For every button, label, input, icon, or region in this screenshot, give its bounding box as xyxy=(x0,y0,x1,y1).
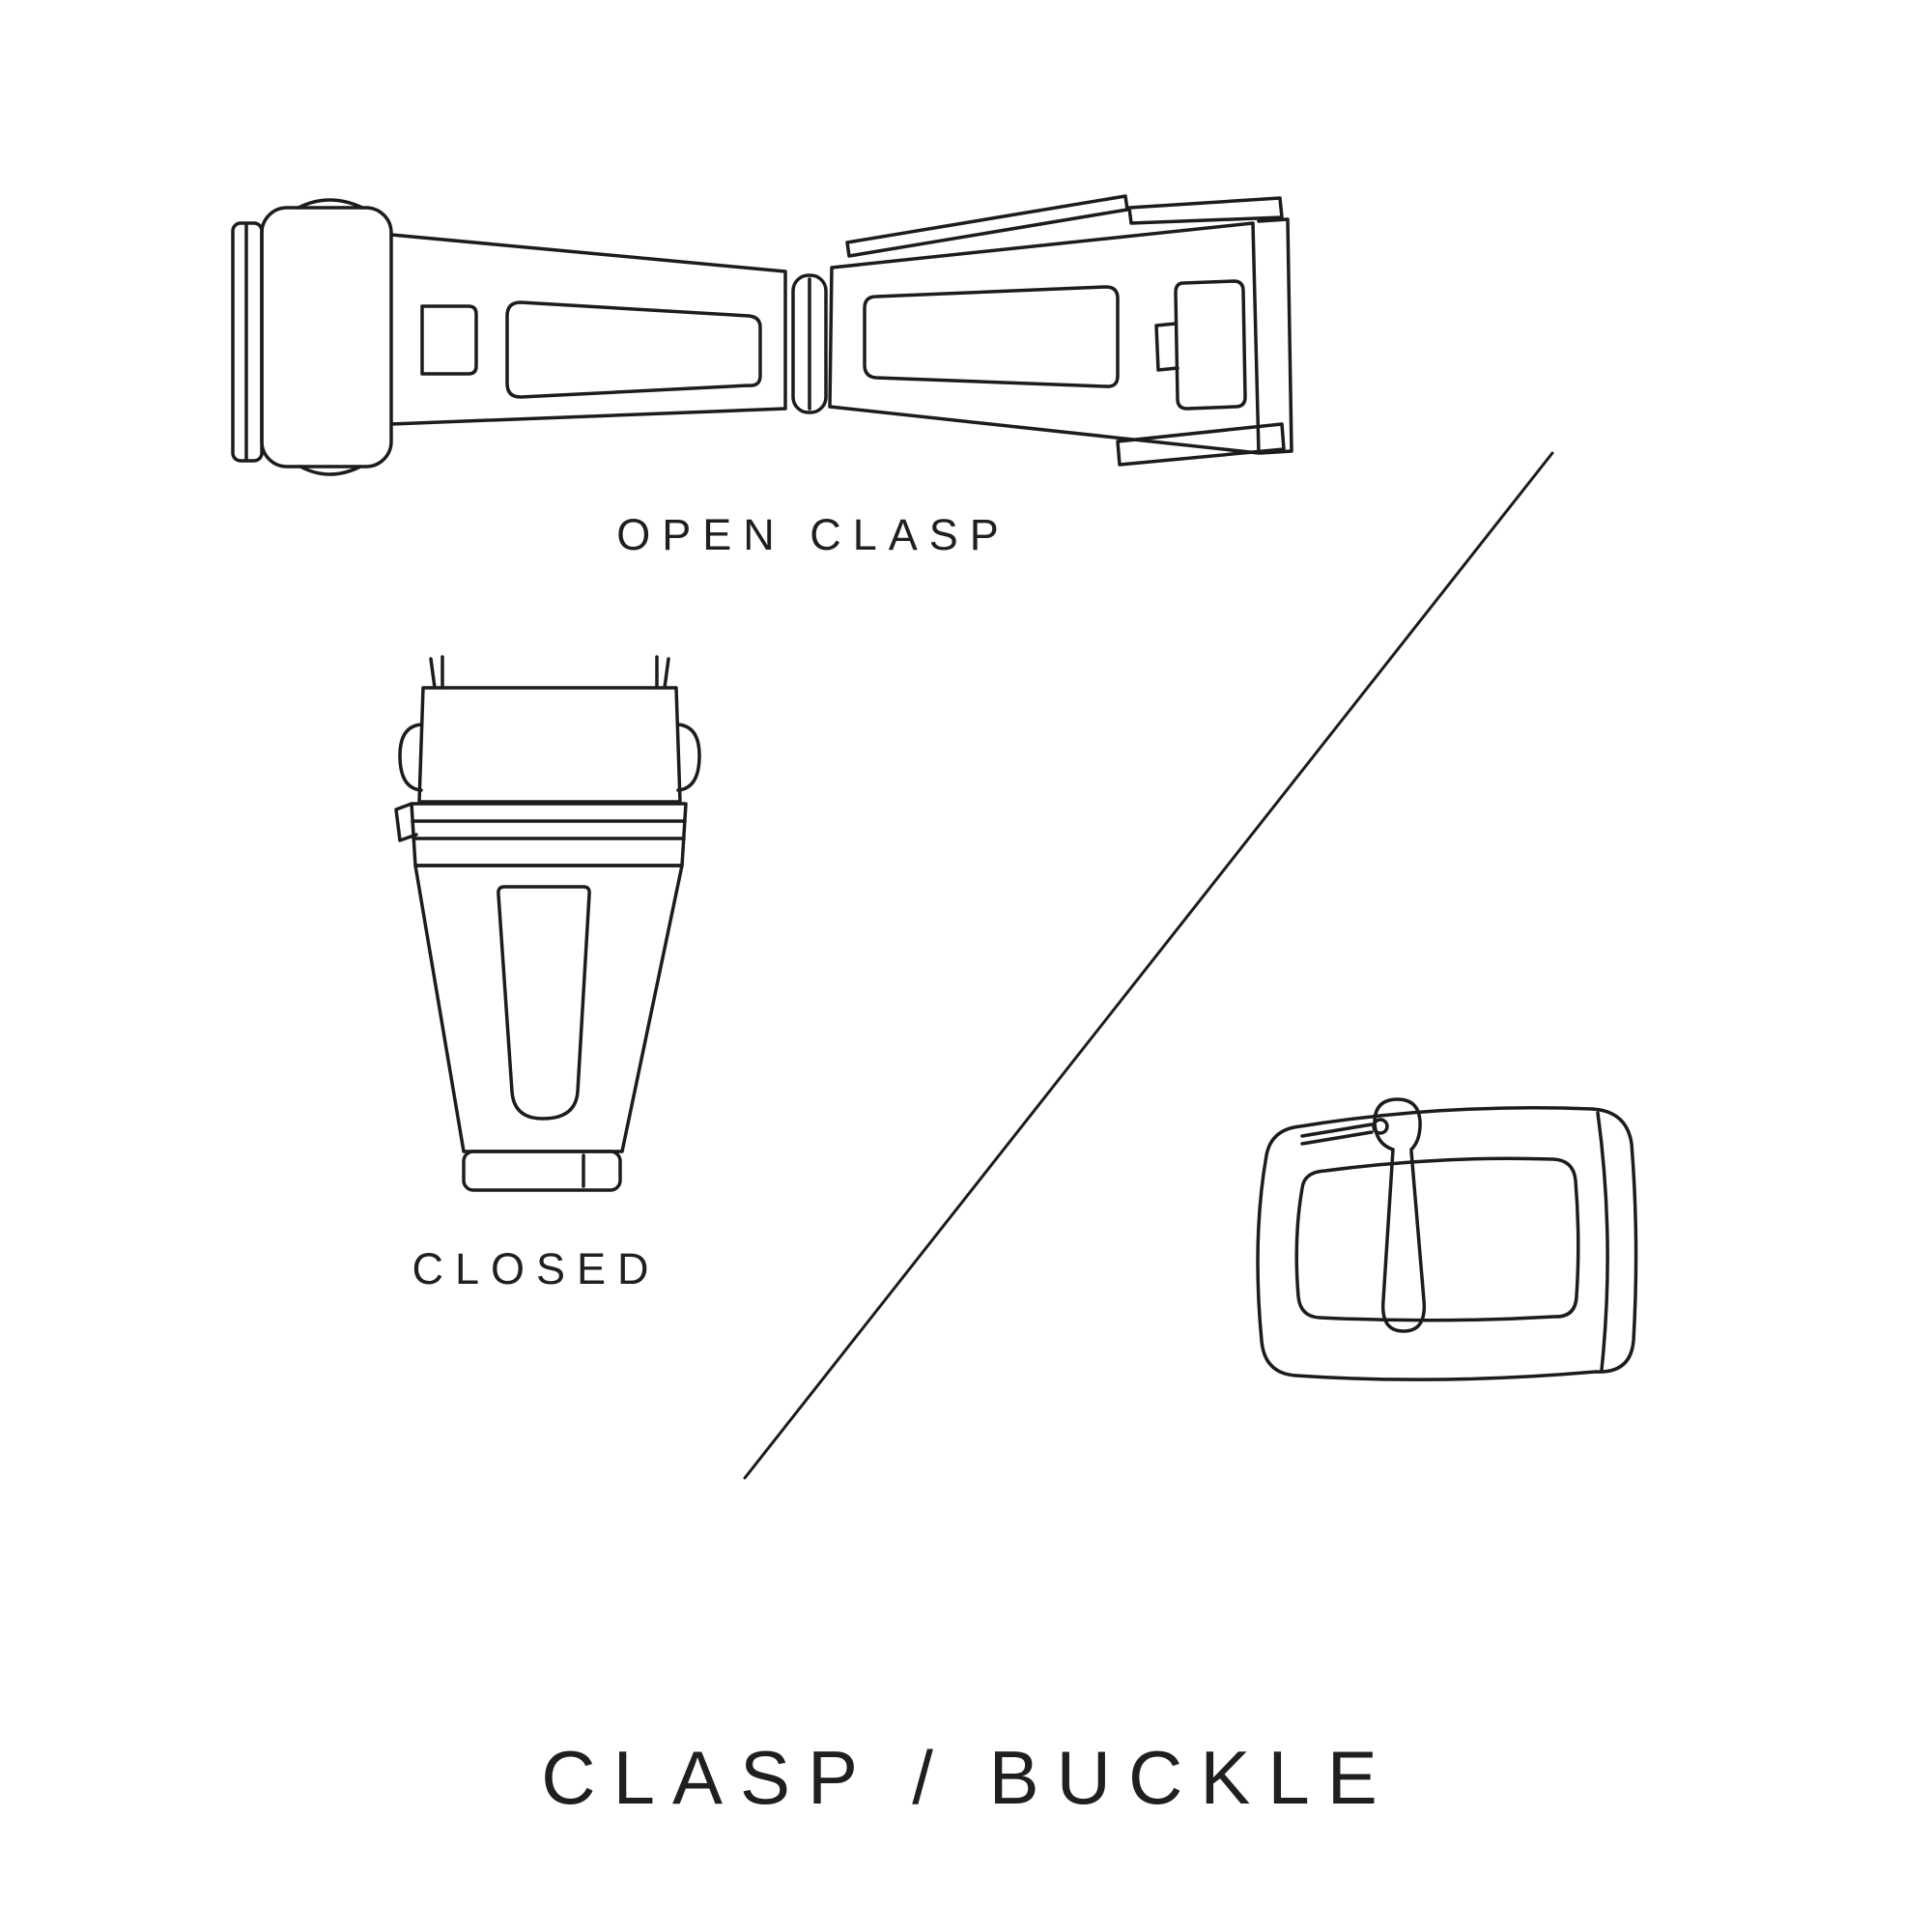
open-clasp-hinge xyxy=(791,273,828,414)
open-clasp-right-blade xyxy=(828,194,1293,467)
closed-clasp-band xyxy=(394,802,688,867)
open-clasp-left-blade xyxy=(389,233,787,426)
closed-clasp-illustration xyxy=(394,655,701,1192)
closed-clasp-prongs xyxy=(429,655,670,690)
page-title: CLASP / BUCKLE xyxy=(541,1735,1395,1820)
open-clasp-illustration xyxy=(231,194,1293,476)
buckle-spring-bar xyxy=(1300,1118,1389,1146)
closed-clasp-top-block xyxy=(398,686,701,804)
open-clasp-label: OPEN CLASP xyxy=(616,510,1010,559)
diagonal-divider-line xyxy=(743,451,1554,1480)
closed-clasp-label: CLOSED xyxy=(412,1244,661,1293)
open-clasp-left-endpiece xyxy=(231,198,393,476)
buckle-illustration xyxy=(1256,1097,1638,1381)
closed-clasp-body xyxy=(413,864,684,1192)
buckle-frame xyxy=(1256,1106,1638,1381)
